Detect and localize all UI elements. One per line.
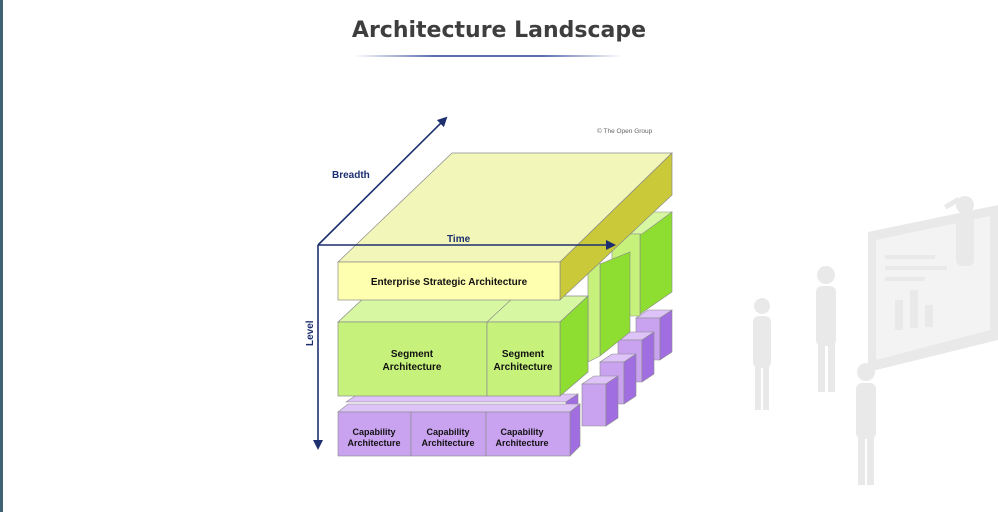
back-capability-layers — [345, 309, 673, 427]
capability-3-label-line1: Capability — [500, 427, 543, 437]
capability-1-label-line1: Capability — [352, 427, 395, 437]
copyright-note: © The Open Group — [597, 127, 653, 135]
segment-2-label-line1: Segment — [502, 349, 545, 360]
enterprise-strategic-label: Enterprise Strategic Architecture — [371, 277, 528, 288]
segment-1-label-line2: Architecture — [383, 362, 442, 373]
capability-1-label-line2: Architecture — [347, 438, 400, 448]
time-axis-label: Time — [447, 234, 471, 245]
capability-layer: Capability Architecture Capability Archi… — [337, 403, 581, 457]
capability-architecture-block-2: Capability Architecture — [410, 411, 487, 457]
page-title: Architecture Landscape — [351, 18, 647, 43]
segment-2-label-line2: Architecture — [494, 362, 553, 373]
axes: Breadth Time Level — [305, 116, 616, 450]
title-underline — [354, 55, 622, 57]
segment-1-label-line1: Segment — [391, 349, 434, 360]
breadth-axis-label: Breadth — [332, 170, 370, 181]
left-edge-bar — [0, 0, 3, 512]
enterprise-strategic-architecture-slab: Enterprise Strategic Architecture — [337, 152, 673, 301]
capability-3-label-line2: Architecture — [495, 438, 548, 448]
background-people-illustration — [753, 196, 998, 485]
segment-architecture-block-1: Segment Architecture — [337, 321, 488, 397]
capability-2-label-line2: Architecture — [421, 438, 474, 448]
capability-architecture-block-3: Capability Architecture — [485, 411, 571, 457]
breadth-axis — [317, 116, 448, 246]
segment-layer — [337, 295, 589, 397]
capability-2-label-line1: Capability — [426, 427, 469, 437]
level-axis-label: Level — [305, 320, 316, 346]
capability-architecture-block-1: Capability Architecture — [337, 411, 412, 457]
segment-architecture-block-2: Segment Architecture — [486, 321, 561, 397]
